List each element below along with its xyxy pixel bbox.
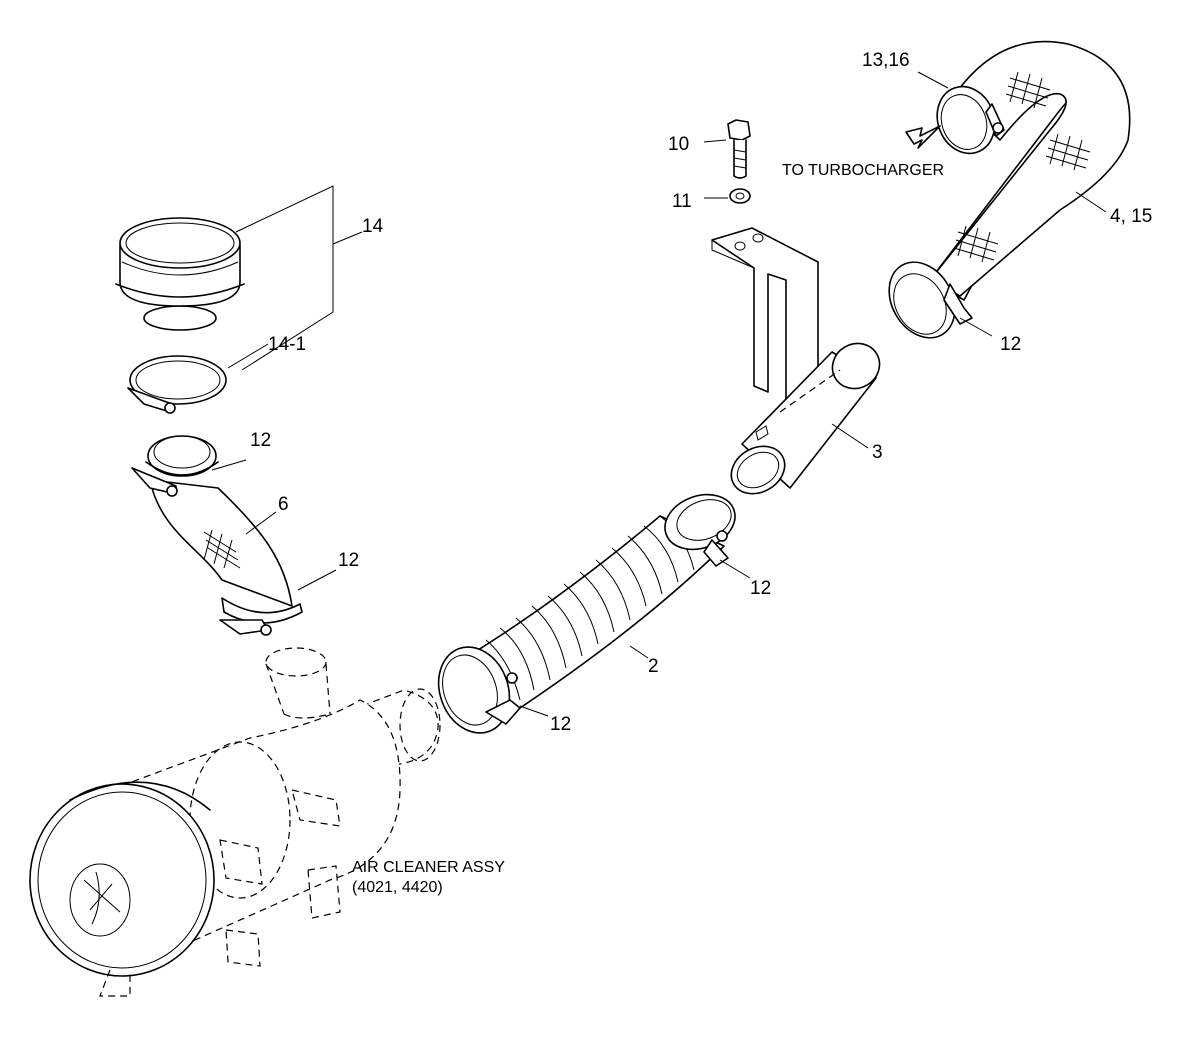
callout-2: 2 [648,656,659,677]
callout-14: 14 [362,216,384,237]
intake-tube [888,40,1131,339]
leader-3 [831,423,869,449]
leader-13-16 [917,71,949,89]
bolt [727,119,751,179]
leader-14 [332,231,363,245]
callout-10: 10 [668,134,689,155]
callout-12-bellows-right: 12 [750,578,771,599]
leader-12-bellows-left [519,705,549,717]
callout-6: 6 [278,494,289,515]
leader-6 [245,511,277,535]
note-to-turbocharger: TO TURBOCHARGER [782,162,944,179]
note-air-cleaner-assy: AIR CLEANER ASSY [352,859,505,876]
hatch-tube-low [953,225,999,263]
mounting-bracket [711,227,819,407]
callout-4-15: 4, 15 [1110,206,1152,227]
elbow-hose [131,435,303,636]
callout-12-elbow-low: 12 [338,550,359,571]
leader-12-cap [211,459,247,471]
callout-11: 11 [672,191,692,212]
callout-12-cap: 12 [250,430,271,451]
air-cleaner-assembly [29,647,441,997]
precleaner-cap [115,217,245,331]
clamp-14-1 [127,355,227,414]
leader-12-bellows-right [719,559,751,579]
hatch-tube-mid [1045,133,1091,171]
callout-3: 3 [872,442,883,463]
leader-14-1 [227,343,269,369]
note-air-cleaner-models: (4021, 4420) [352,879,443,896]
leader-14-bracket [235,185,334,371]
hatch-elbow [203,529,241,569]
leader-12-elbow-low [297,569,337,591]
callout-12-tube: 12 [1000,334,1021,355]
washer [729,188,751,204]
leader-12-tube [959,317,993,337]
leader-4-15 [1075,191,1107,213]
bellows-ribs [485,515,695,701]
callout-12-bellows-left: 12 [550,714,571,735]
leader-2 [629,645,649,659]
bellows-hose [437,493,736,734]
turbo-arrow-icon [905,125,941,149]
hatch-tube-top [1005,71,1051,109]
callout-13-16: 13,16 [862,50,910,71]
sleeve [730,342,881,495]
leader-10 [703,139,727,143]
callout-14-1: 14-1 [268,334,306,355]
